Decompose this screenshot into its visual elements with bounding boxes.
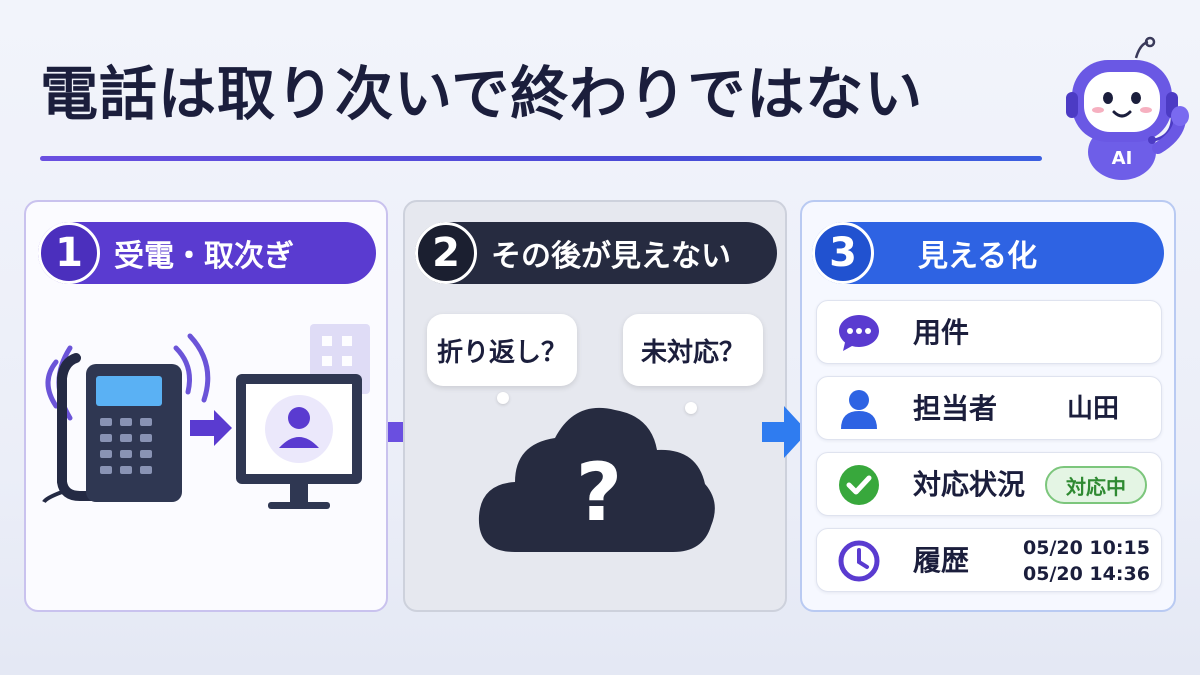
row-label: 履歴 <box>913 544 970 577</box>
step3-panel: 3 見える化 用件 担当者 山田 対応状況 対応中 履歴 05/20 10 <box>800 200 1176 612</box>
check-circle-icon <box>839 465 879 505</box>
row-status: 対応状況 対応中 <box>816 452 1162 516</box>
assignee-value: 山田 <box>1067 394 1120 424</box>
bubble-tail-dot <box>497 392 509 404</box>
callback-bubble: 折り返し？ <box>427 314 577 386</box>
phone-to-monitor-illustration <box>42 324 370 509</box>
step2-label: その後が見えない <box>491 239 731 274</box>
step2-panel: 2 その後が見えない 折り返し？ 未対応？ ? <box>403 200 787 612</box>
monitor-user-icon <box>236 374 362 509</box>
arrow-icon <box>190 410 232 446</box>
status-badge: 対応中 <box>1045 466 1147 504</box>
step1-number: 1 <box>38 222 100 284</box>
chat-bubble-icon <box>839 315 879 351</box>
desk-phone-icon <box>42 353 182 504</box>
step3-label: 見える化 <box>918 239 1038 274</box>
step2-number: 2 <box>415 222 477 284</box>
step2-header: 2 その後が見えない <box>415 222 777 284</box>
person-icon <box>841 390 877 429</box>
row-label: 用件 <box>913 316 970 349</box>
history-times: 05/20 10:15 05/20 14:36 <box>1023 535 1150 587</box>
row-assignee: 担当者 山田 <box>816 376 1162 440</box>
step1-label: 受電・取次ぎ <box>114 239 294 274</box>
step1-panel: 1 受電・取次ぎ <box>24 200 388 612</box>
title-underline <box>40 156 1042 161</box>
step3-number: 3 <box>812 222 874 284</box>
page-title: 電話は取り次いで終わりではない <box>40 60 924 128</box>
row-label: 担当者 <box>913 392 998 425</box>
unhandled-bubble: 未対応？ <box>623 314 763 386</box>
step3-header: 3 見える化 <box>812 222 1164 284</box>
row-subject: 用件 <box>816 300 1162 364</box>
clock-icon <box>838 540 880 582</box>
ai-badge-text: AI <box>1112 148 1133 169</box>
bubble-tail-dot <box>685 402 697 414</box>
history-time: 05/20 10:15 <box>1023 537 1150 559</box>
ai-robot-mascot: AI <box>1066 36 1189 180</box>
row-label: 対応状況 <box>913 468 1026 501</box>
row-history: 履歴 05/20 10:15 05/20 14:36 <box>816 528 1162 592</box>
question-mark-text: ? <box>576 446 622 539</box>
dark-cloud-icon: ? <box>478 407 715 552</box>
arrow-right-icon <box>762 406 808 458</box>
step1-header: 1 受電・取次ぎ <box>38 222 376 284</box>
history-time: 05/20 14:36 <box>1023 563 1150 585</box>
